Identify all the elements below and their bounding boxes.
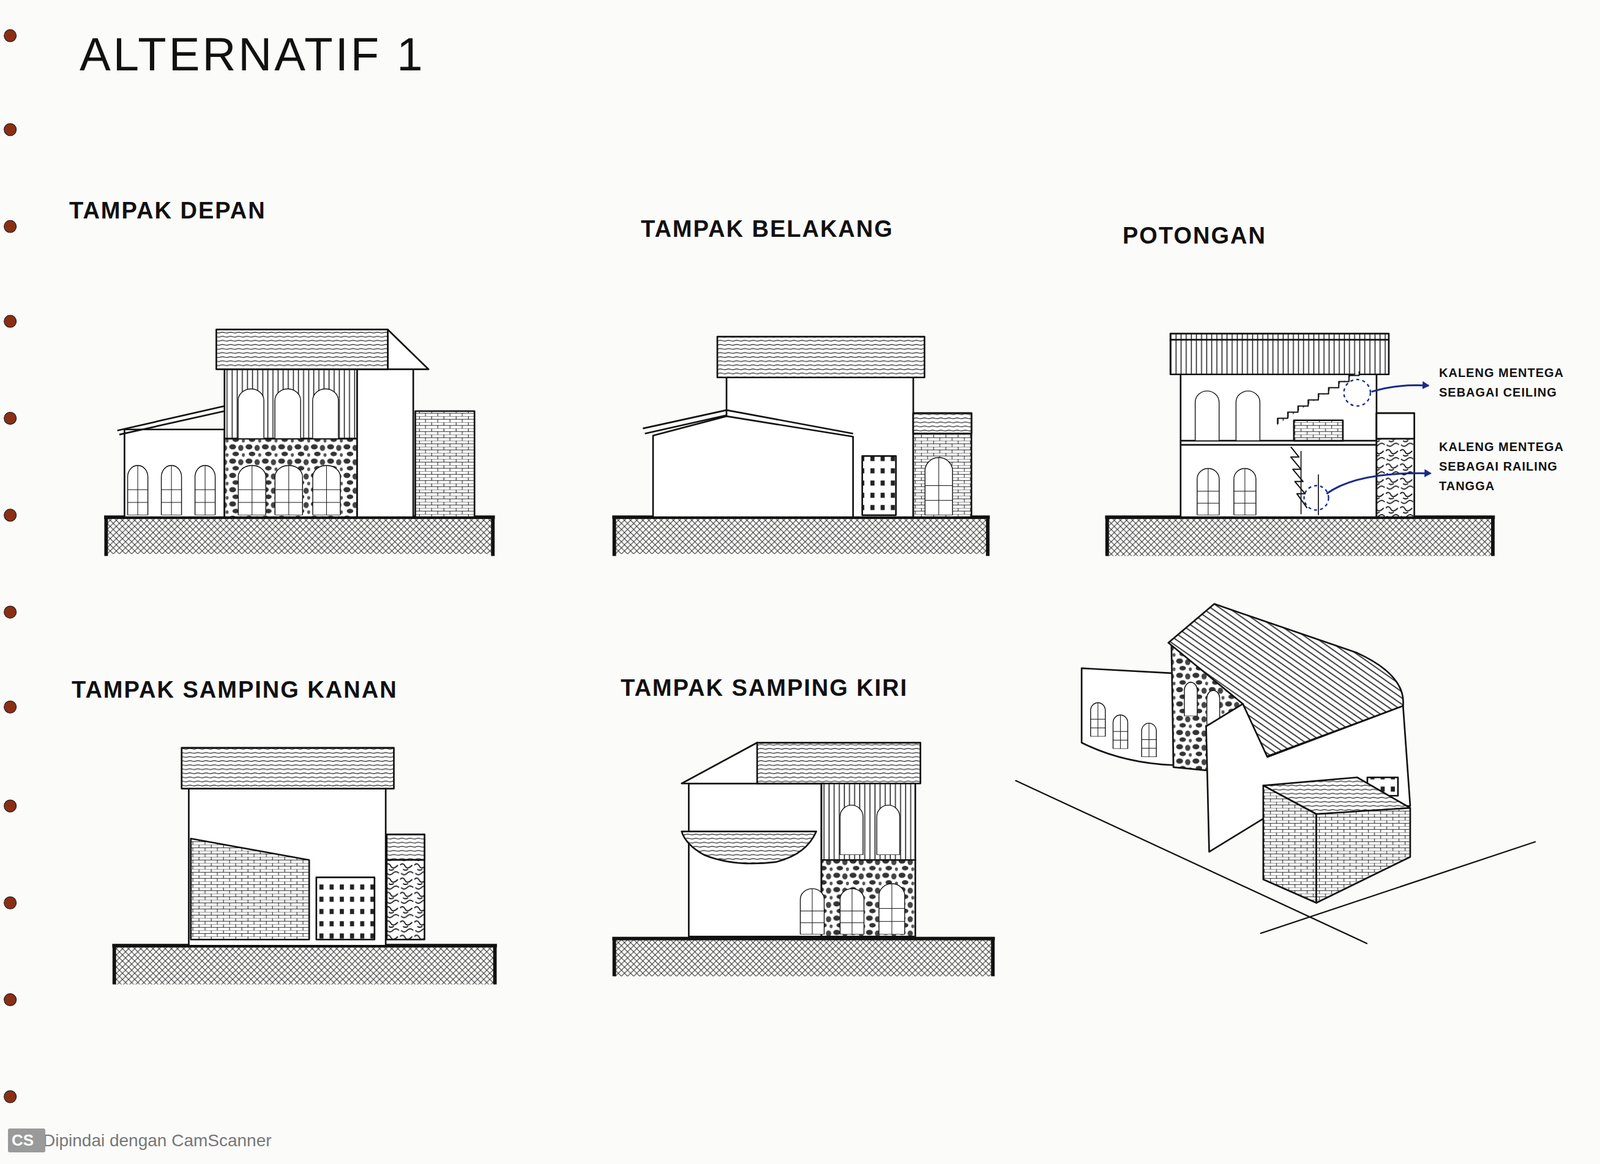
callout-note: KALENG MENTEGA SEBAGAI CEILING xyxy=(1439,362,1586,403)
badge-text: CS xyxy=(11,1131,34,1150)
scanner-badge: CS xyxy=(7,1128,46,1153)
view-label: TAMPAK SAMPING KANAN xyxy=(71,676,398,705)
sheet-title: ALTERNATIF 1 xyxy=(79,26,426,83)
callout-note: KALENG MENTEGA SEBAGAI RAILING TANGGA xyxy=(1439,437,1586,496)
watermark: Dipindai dengan CamScanner xyxy=(42,1130,272,1152)
view-label: TAMPAK SAMPING KIRI xyxy=(620,674,908,703)
view-label: TAMPAK BELAKANG xyxy=(640,215,894,244)
view-label: TAMPAK DEPAN xyxy=(69,197,267,226)
view-label: POTONGAN xyxy=(1122,222,1267,251)
